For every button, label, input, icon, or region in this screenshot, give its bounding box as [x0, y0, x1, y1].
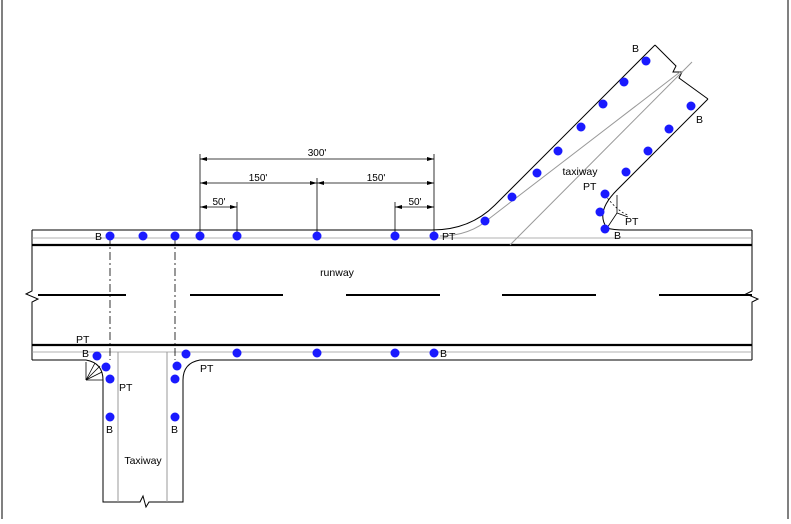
edge-light — [576, 122, 586, 132]
edge-light — [232, 231, 242, 241]
label-b: B — [440, 348, 447, 360]
dimension-50-right: 50' — [408, 197, 421, 208]
label-b: B — [171, 424, 178, 436]
lower-taxiway-label: Taxiway — [124, 455, 162, 467]
edge-light — [686, 101, 696, 111]
fillet-radius-line — [85, 362, 96, 381]
edge-light — [664, 124, 674, 134]
edge-light — [181, 349, 191, 359]
upper-pavement-outline — [31, 44, 753, 245]
upper-fillet-construction — [604, 194, 629, 229]
dimension-150-right: 150' — [367, 173, 386, 184]
edge-light — [195, 231, 205, 241]
label-pt: PT — [583, 181, 597, 193]
edge-light — [507, 192, 517, 202]
edge-light — [170, 374, 180, 384]
edge-light — [598, 99, 608, 109]
edge-light — [600, 224, 610, 234]
edge-light — [138, 231, 148, 241]
upper-taxiway-centerline — [509, 61, 693, 246]
edge-light — [621, 167, 631, 177]
alignment-lines — [109, 236, 176, 360]
runway-label: runway — [320, 267, 355, 279]
edge-light — [480, 216, 490, 226]
runway-break-left — [24, 230, 40, 360]
edge-light — [170, 231, 180, 241]
label-pt: PT — [442, 231, 456, 243]
edge-light — [600, 189, 610, 199]
dimension-50-left: 50' — [212, 197, 225, 208]
label-b: B — [106, 424, 113, 436]
upper-taxiway-centerline-left — [439, 71, 681, 237]
edge-light — [429, 348, 439, 358]
runway — [24, 230, 760, 360]
edge-light — [390, 231, 400, 241]
dimension-150-left: 150' — [249, 173, 268, 184]
edge-light — [312, 348, 322, 358]
edge-light — [105, 412, 115, 422]
runway-break-right — [744, 230, 760, 360]
fillet-radius-line — [616, 212, 629, 218]
dimension-arrows — [200, 157, 434, 209]
edge-light — [429, 231, 439, 241]
lower-taxiway-edge — [32, 359, 752, 509]
edge-light — [101, 362, 111, 372]
fillet-radius-line — [85, 365, 101, 381]
dimension-lines — [199, 154, 435, 236]
label-b: B — [614, 230, 621, 242]
label-pt: PT — [200, 363, 214, 375]
upper-taxiway-outer-edge — [32, 44, 656, 231]
edge-light — [232, 348, 242, 358]
upper-taxiway-label: taxiway — [562, 166, 598, 178]
edge-light — [532, 168, 542, 178]
label-b: B — [82, 348, 89, 360]
edge-light — [105, 231, 115, 241]
lower-pavement-outline — [31, 345, 753, 509]
edge-light — [553, 146, 563, 156]
label-pt: PT — [625, 216, 639, 228]
edge-light — [619, 77, 629, 87]
label-pt: PT — [76, 334, 90, 346]
edge-light — [170, 412, 180, 422]
edge-light — [92, 351, 102, 361]
edge-lights — [92, 56, 696, 422]
fillet-radius-line — [85, 371, 103, 381]
label-b: B — [696, 114, 703, 126]
edge-light — [641, 56, 651, 66]
edge-light — [643, 146, 653, 156]
edge-light — [105, 374, 115, 384]
lower-fillet-construction — [85, 362, 103, 381]
upper-taxiway-inner-edge — [602, 98, 752, 231]
edge-light — [172, 361, 182, 371]
upper-taxiway-break — [654, 44, 709, 100]
label-b: B — [632, 43, 639, 55]
fillet-radius-line — [606, 212, 618, 229]
dimension-300: 300' — [308, 148, 327, 159]
label-pt: PT — [119, 382, 133, 394]
edge-light — [595, 207, 605, 217]
edge-light — [390, 348, 400, 358]
edge-light — [312, 231, 322, 241]
fillet-arc-dashed — [604, 194, 629, 216]
label-b: B — [95, 231, 102, 243]
